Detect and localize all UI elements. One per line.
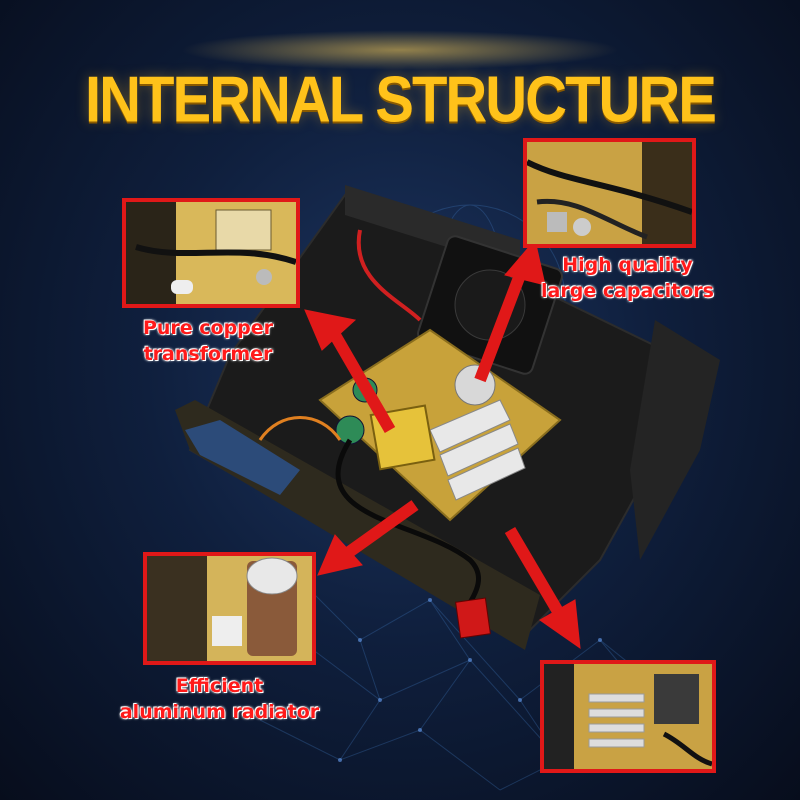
callout-transformer: Pure copper transformer xyxy=(128,315,288,367)
arrow-radiator xyxy=(341,500,419,560)
arrow-capacitors xyxy=(474,272,526,383)
arrow-head-bottom xyxy=(539,599,581,650)
callout-transformer-line2: transformer xyxy=(143,343,273,365)
title-glow xyxy=(180,30,620,70)
callout-capacitors-line1: High quality xyxy=(562,254,693,276)
inset-capacitors xyxy=(523,138,696,248)
callout-transformer-line1: Pure copper xyxy=(142,317,274,339)
callout-radiator: Efficient aluminum radiator xyxy=(112,673,327,725)
arrow-transformer xyxy=(329,331,396,434)
arrow-head-capacitors xyxy=(504,238,546,286)
inset-bottom xyxy=(540,660,716,773)
inset-radiator xyxy=(143,552,316,665)
inset-transformer xyxy=(122,198,300,308)
callout-radiator-line2: aluminum radiator xyxy=(119,701,320,723)
callout-capacitors: High quality large capacitors xyxy=(535,252,720,304)
arrow-bottom xyxy=(504,526,566,619)
arrow-head-radiator xyxy=(317,534,363,576)
page-title: INTERNAL STRUCTURE xyxy=(85,63,717,136)
arrow-head-transformer xyxy=(304,309,357,351)
callout-radiator-line1: Efficient xyxy=(175,675,264,697)
callout-capacitors-line2: large capacitors xyxy=(541,280,714,302)
